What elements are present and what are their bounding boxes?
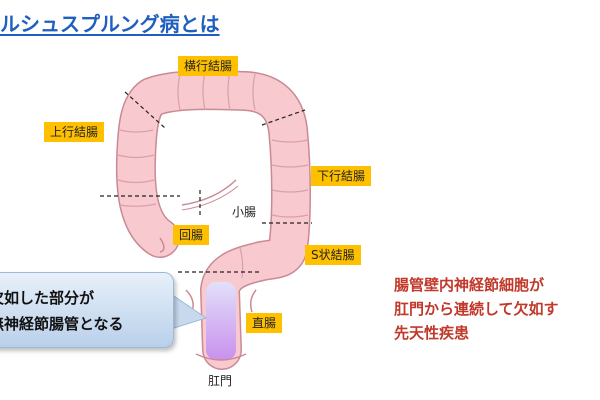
small-intestine-line-2 <box>181 185 239 211</box>
page-title: ルシュスプルング病とは <box>0 12 220 36</box>
label-ascending-colon: 上行結腸 <box>44 122 105 142</box>
description-line-3: 先天性疾患 <box>394 324 470 342</box>
label-rectum: 直腸 <box>246 313 283 333</box>
label-transverse-colon: 横行結腸 <box>178 56 239 76</box>
label-sigmoid-colon: S状結腸 <box>305 245 361 265</box>
small-intestine-line <box>181 179 237 206</box>
callout-line-2: 無神経節腸管となる <box>0 315 124 333</box>
callout-line-1: 欠如した部分が <box>0 289 95 307</box>
description-line-1: 腸管壁内神経節細胞が <box>394 276 545 294</box>
aganglionic-segment <box>206 282 236 360</box>
label-descending-colon: 下行結腸 <box>311 166 372 186</box>
label-small-intestine: 小腸 <box>232 205 257 219</box>
appendix <box>159 237 165 253</box>
label-cecum: 回腸 <box>173 225 210 245</box>
label-anus: 肛門 <box>208 374 233 388</box>
description-line-2: 肛門から連続して欠如す <box>394 300 559 318</box>
callout-box: 欠如した部分が 無神経節腸管となる <box>0 272 174 348</box>
colon-body <box>117 71 310 369</box>
segment-boundaries <box>100 91 312 273</box>
